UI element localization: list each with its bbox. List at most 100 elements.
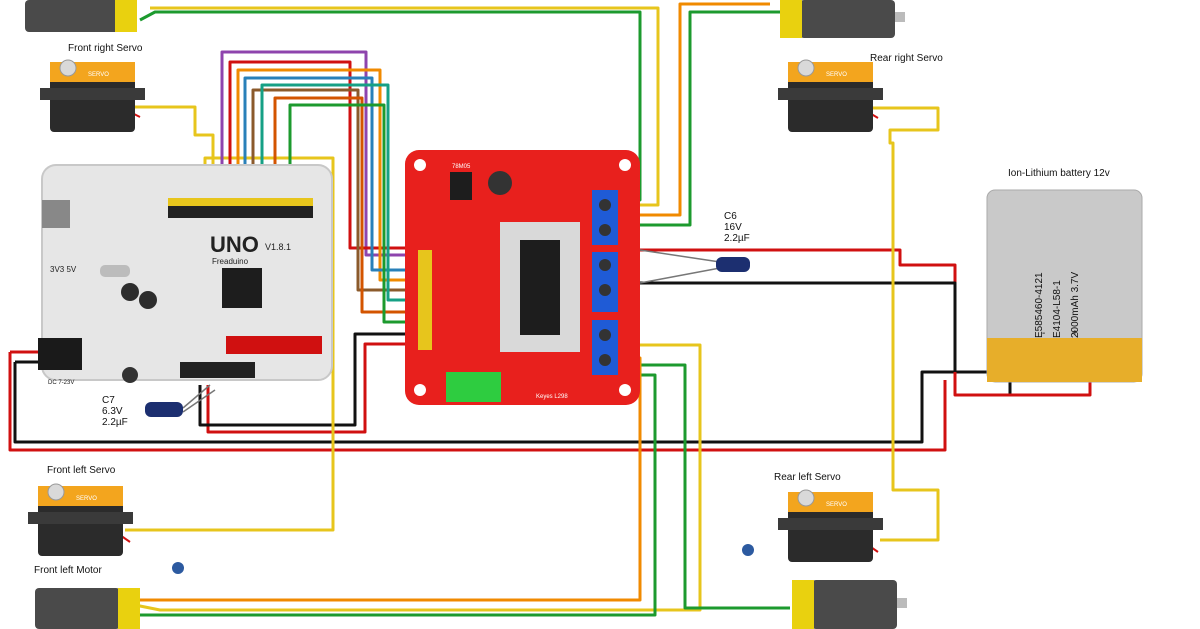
servo-horn-icon: [797, 489, 815, 507]
wire-yellow-rear-right-servo: [870, 106, 940, 542]
servo-sticker-text: SERVO: [88, 72, 109, 78]
servo-horn-icon: [47, 483, 65, 501]
battery-line-1: E585460-4121: [1034, 272, 1045, 338]
input-header: [418, 250, 432, 350]
motor-body: [812, 580, 897, 629]
battery-plus: +: [1072, 328, 1078, 339]
wire-ribbon-green: [288, 103, 405, 324]
header-bottom: [226, 336, 322, 354]
wire-yellow-motor-front-left: [134, 343, 702, 612]
terminal-screw: [599, 329, 611, 341]
rear-left-servo-label: Rear left Servo: [774, 472, 841, 483]
wire-ribbon-orange2: [273, 96, 405, 314]
servo-flange: [778, 88, 883, 100]
terminal-motor-b: [592, 320, 618, 375]
servo-horn-icon: [59, 59, 77, 77]
wire-black-gnd-to-l298: [198, 332, 405, 427]
c7-capacitance: 2.2µF: [102, 417, 128, 428]
servo-front-right: SERVO: [40, 59, 145, 132]
c6-body: [716, 257, 750, 272]
motor-body: [35, 588, 120, 629]
header-top-colored: [168, 198, 313, 206]
mount-hole: [619, 384, 631, 396]
motor-body: [800, 0, 895, 38]
regulator: [450, 172, 472, 200]
motor-capacitor-icon: [172, 562, 184, 574]
rear-right-servo-label: Rear right Servo: [870, 53, 943, 64]
servo-body: [50, 70, 135, 132]
servo-horn-icon: [797, 59, 815, 77]
motor-rear-left: [742, 544, 907, 629]
motor-top-left: [25, 0, 137, 32]
dc-jack: [38, 338, 82, 370]
motor-gearbox: [780, 0, 802, 38]
motor-gearbox: [118, 588, 140, 629]
l298-board: 78M05 Keyes L298: [405, 150, 640, 405]
wire-red-main-loop: [8, 352, 947, 452]
c7-name: C7: [102, 395, 115, 406]
battery: Ion-Lithium battery 12v E585460-4121 E41…: [986, 168, 1143, 383]
wire-ribbon-brown: [251, 88, 405, 292]
terminal-screw: [599, 224, 611, 236]
battery-line-3: 2000mAh 3.7V: [1070, 272, 1081, 338]
arduino-board: UNO V1.8.1 Freaduino 3V3 5V DC 7-23V: [38, 164, 333, 386]
wire-green-top-right: [625, 10, 780, 227]
capacitor-c7: C7 6.3V 2.2µF: [102, 395, 183, 428]
wire-c6-lead-a: [639, 249, 721, 263]
servo-rear-right: SERVO: [778, 59, 883, 132]
wire-green-bottom: [140, 373, 657, 617]
arduino-brand: UNO: [210, 232, 259, 257]
electrolytic-cap-b: [139, 291, 157, 309]
capacitor-c6: C6 16V 2.2µF: [716, 211, 750, 272]
motor-shaft: [895, 12, 905, 22]
crystal: [100, 265, 130, 277]
servo-flange: [778, 518, 883, 530]
front-right-servo-label: Front right Servo: [68, 43, 143, 54]
battery-title: Ion-Lithium battery 12v: [1008, 168, 1110, 179]
front-left-servo-label: Front left Servo: [47, 465, 116, 476]
servo-flange: [40, 88, 145, 100]
usb-port: [42, 200, 70, 228]
servo-sticker-text: SERVO: [76, 496, 97, 502]
servo-body: [788, 70, 873, 132]
c7-body: [145, 402, 183, 417]
c6-name: C6: [724, 211, 737, 222]
wire-c6-lead-b: [639, 267, 721, 284]
wire-orange-top-right: [625, 2, 770, 217]
arduino-version: V1.8.1: [265, 242, 291, 252]
mount-hole: [414, 384, 426, 396]
wire-c7-lead-a: [182, 384, 211, 409]
terminal-screw: [599, 259, 611, 271]
motor-gearbox: [792, 580, 814, 629]
c6-capacitance: 2.2µF: [724, 233, 750, 244]
electrolytic-cap: [488, 171, 512, 195]
arduino-dc-label: DC 7-23V: [48, 380, 74, 386]
servo-flange: [28, 512, 133, 524]
motor-body: [25, 0, 120, 32]
terminal-screw: [599, 354, 611, 366]
mount-hole: [414, 159, 426, 171]
motor-shaft: [897, 598, 907, 608]
wire-red-vin-to-l298: [206, 342, 405, 434]
wire-ribbon-teal: [260, 83, 405, 302]
servo-rear-left: SERVO: [778, 489, 883, 562]
motor-gearbox: [115, 0, 137, 32]
wire-red-to-battery: [640, 248, 1092, 397]
servo-body: [788, 500, 873, 562]
servo-front-left: SERVO: [28, 483, 133, 556]
electrolytic-cap-a: [121, 283, 139, 301]
arduino-power-label: 3V3 5V: [50, 265, 77, 274]
terminal-screw: [599, 284, 611, 296]
mcu-chip: [222, 268, 262, 308]
battery-line-2: E4104-L58-1: [1052, 280, 1063, 338]
battery-band: [987, 338, 1142, 382]
reset-button-icon: [122, 367, 138, 383]
c6-voltage: 16V: [724, 222, 742, 233]
wire-ribbon-red: [228, 60, 405, 250]
terminal-motor-a: [592, 190, 618, 245]
c7-voltage: 6.3V: [102, 406, 123, 417]
servo-sticker-text: SERVO: [826, 502, 847, 508]
arduino-pcb: [41, 164, 333, 381]
mount-hole: [619, 159, 631, 171]
